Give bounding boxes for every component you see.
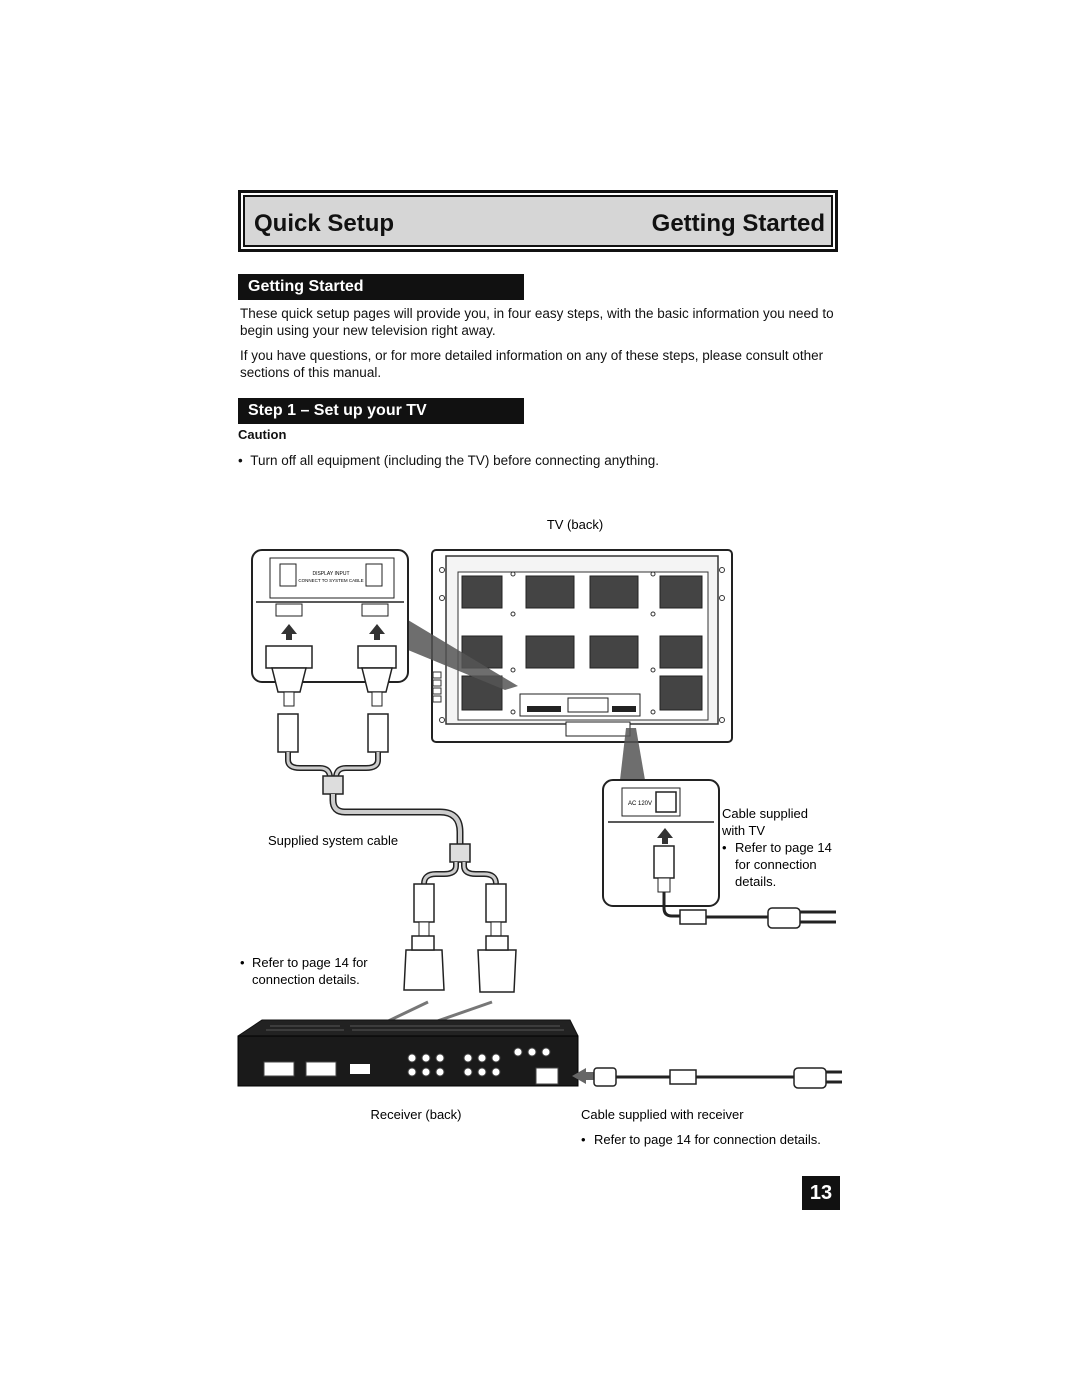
receiver-back-label: Receiver (back)	[370, 1107, 461, 1122]
cable-tv-note-bullet: •	[722, 840, 727, 855]
caution-label: Caution	[238, 427, 287, 442]
tv-back-label: TV (back)	[547, 517, 603, 532]
cable-supplied-tv-line1: Cable supplied	[722, 806, 808, 821]
cable-receiver-note: Refer to page 14 for connection details.	[594, 1132, 821, 1147]
zoom-cone-display	[408, 620, 518, 690]
section-heading-getting-started: Getting Started	[238, 274, 524, 300]
cable-supplied-tv-line2: with TV	[721, 823, 765, 838]
bullet: •	[238, 453, 251, 468]
receiver-back-panel	[237, 1019, 579, 1087]
caution-text: Turn off all equipment (including the TV…	[250, 453, 659, 468]
tv-back-panel	[431, 549, 733, 743]
display-input-text: DISPLAY INPUT	[312, 571, 349, 577]
zoom-cone-ac	[620, 728, 645, 780]
page-number: 13	[802, 1176, 840, 1210]
ac-120v-text: AC 120V	[628, 801, 652, 807]
section-heading-step-1: Step 1 – Set up your TV	[238, 398, 524, 424]
consult-paragraph: If you have questions, or for more detai…	[240, 348, 824, 380]
cable-supplied-receiver-label: Cable supplied with receiver	[581, 1107, 744, 1122]
receiver-note-line2: connection details.	[252, 972, 360, 987]
ac-input-inset: AC 120V	[602, 779, 720, 907]
receiver-power-arrow	[572, 1068, 594, 1084]
cable-tv-note-line1: Refer to page 14	[735, 840, 832, 855]
receiver-power-cable	[593, 1067, 842, 1089]
receiver-note-bullet: •	[240, 955, 245, 970]
receiver-note-line1: Refer to page 14 for	[252, 955, 368, 970]
tv-power-cable	[662, 892, 836, 929]
caution-item: • Turn off all equipment (including the …	[238, 452, 838, 469]
header-title-getting-started: Getting Started	[651, 210, 825, 237]
cable-tv-note-line3: details.	[735, 874, 776, 889]
intro-paragraph: These quick setup pages will provide you…	[240, 306, 834, 338]
display-input-inset: DISPLAY INPUT CONNECT TO SYSTEM CABLE	[251, 549, 409, 707]
supplied-system-cable	[277, 713, 517, 993]
header-box	[238, 190, 838, 252]
supplied-system-cable-label: Supplied system cable	[268, 833, 398, 848]
header-title-quick-setup: Quick Setup	[254, 210, 395, 237]
cable-tv-note-line2: for connection	[735, 857, 817, 872]
cable-receiver-note-bullet: •	[581, 1132, 586, 1147]
connect-system-cable-text: CONNECT TO SYSTEM CABLE	[298, 578, 363, 583]
